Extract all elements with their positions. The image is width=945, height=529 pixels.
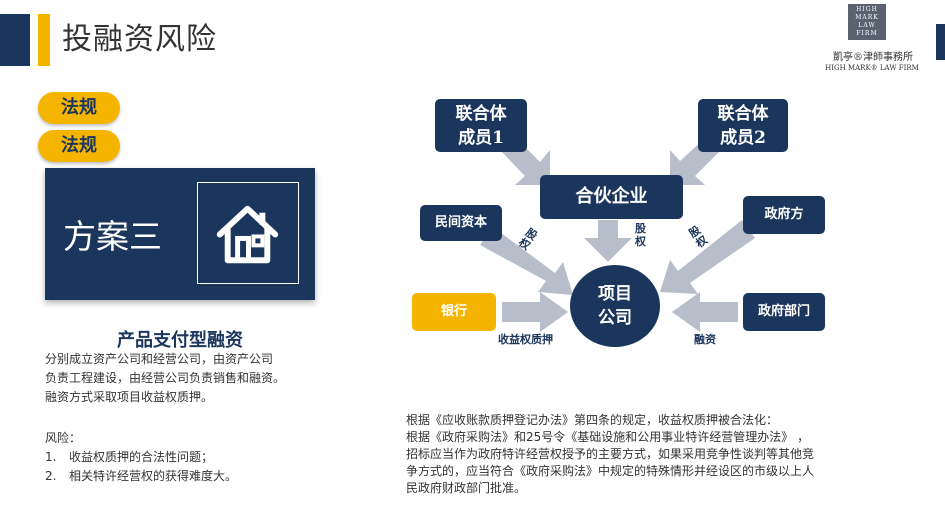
firm-logo-mark: HIGH MARK LAW FIRM: [848, 4, 886, 40]
risk-item: 2.相关特许经营权的获得难度大。: [45, 469, 238, 483]
arrow-partnership-project: [584, 220, 632, 262]
firm-en-name: HIGH MARK® LAW FIRM: [825, 64, 919, 72]
product-description: 分别成立资产公司和经营公司，由资产公司 负责工程建设，由经营公司负责销售和融资。…: [45, 352, 286, 404]
node-private-capital: 民间资本: [420, 205, 502, 241]
node-member-1: 联合体成员1: [435, 99, 527, 152]
risk-section: 风险： 1.收益权质押的合法性问题； 2.相关特许经营权的获得难度大。: [45, 429, 335, 486]
header-right-bar: [936, 24, 945, 60]
house-icon-frame: [197, 182, 299, 284]
product-heading: 产品支付型融资: [117, 330, 243, 351]
arrow-gov-project: [660, 220, 755, 294]
house-icon: [216, 205, 279, 264]
label-equity-center: 股权: [635, 222, 646, 248]
risk-item: 1.收益权质押的合法性问题；: [45, 450, 214, 464]
node-project-company: 项目公司: [570, 265, 660, 347]
scheme-card: 方案三: [45, 168, 315, 300]
node-member-2: 联合体成员2: [698, 99, 788, 152]
label-pledge: 收益权质押: [498, 333, 553, 346]
node-government: 政府方: [743, 196, 825, 234]
legal-note: 根据《应收账款质押登记办法》第四条的规定，收益权质押被合法化： 根据《政府采购法…: [406, 413, 815, 495]
tag-regulation-1[interactable]: 法规: [38, 92, 120, 124]
arrow-bank-project: [502, 292, 568, 332]
risk-title: 风险：: [45, 431, 82, 445]
arrow-govdept-project: [672, 292, 738, 332]
page-title: 投融资风险: [62, 22, 217, 57]
firm-cn-name: 凱亭®津師事務所: [833, 52, 913, 63]
scheme-label: 方案三: [63, 217, 162, 256]
header-accent-bar: [38, 14, 50, 66]
node-bank: 银行: [412, 293, 496, 331]
header-left-bar: [0, 14, 30, 66]
node-gov-dept: 政府部门: [743, 293, 825, 331]
node-partnership: 合伙企业: [540, 175, 683, 219]
arrow-private-project: [480, 227, 573, 295]
tag-regulation-2[interactable]: 法规: [38, 130, 120, 162]
label-financing: 融资: [694, 333, 716, 346]
